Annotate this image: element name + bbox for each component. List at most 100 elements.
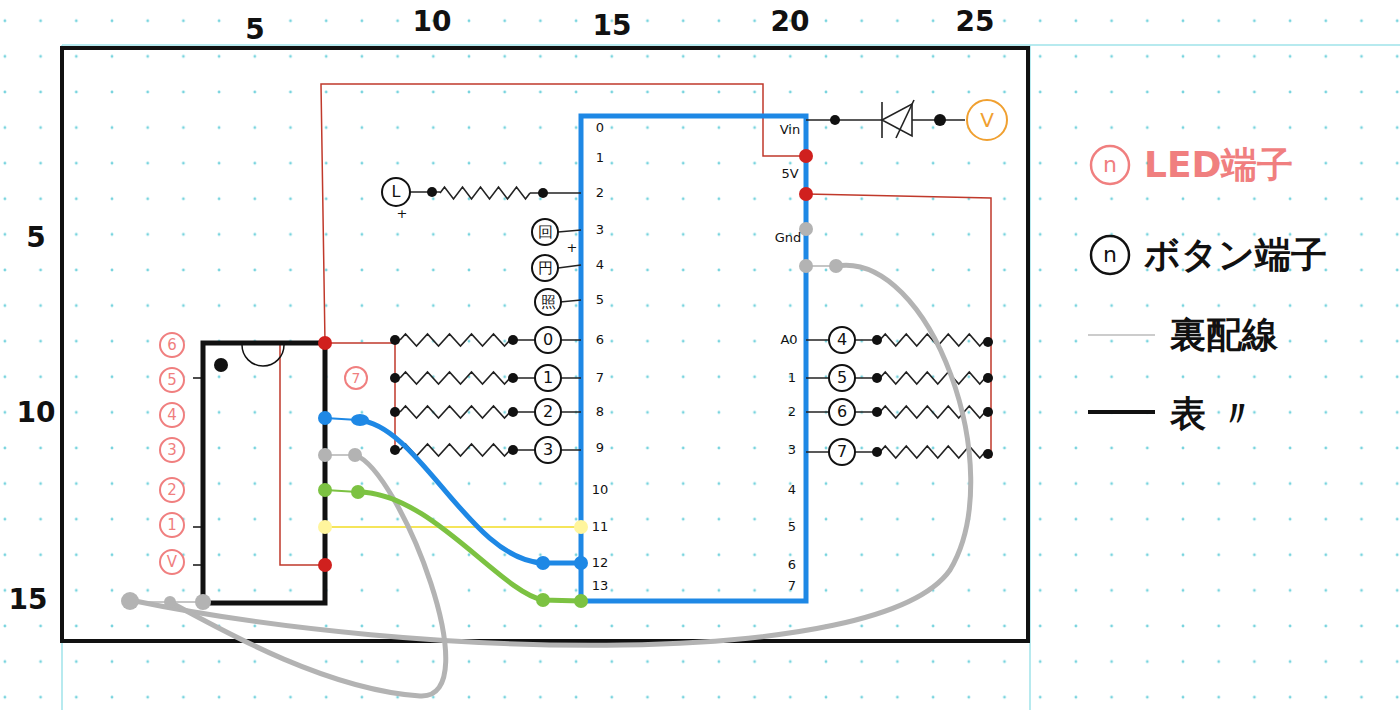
terminal-circle: 1 — [534, 364, 562, 392]
pin-dot — [318, 483, 332, 497]
terminal-circle: 7 — [828, 438, 856, 466]
resistor-symbol — [400, 372, 510, 384]
pin-name: Gnd — [775, 231, 802, 245]
terminal-label: L — [392, 184, 401, 200]
pin-name: 0 — [596, 121, 604, 135]
terminal-label: 3 — [167, 443, 177, 458]
resistor-symbol — [880, 406, 985, 418]
legend-sample — [1088, 146, 1155, 412]
led-chip — [193, 377, 203, 379]
pin-name: 5V — [781, 167, 798, 181]
legend-text: LED端子 — [1144, 145, 1293, 185]
back-wire — [280, 84, 991, 565]
diode-symbol — [896, 100, 914, 138]
pin-name: 6 — [788, 558, 796, 572]
pin-name: 4 — [596, 258, 604, 272]
pin-dot — [121, 149, 843, 610]
terminal-circle: 3 — [534, 436, 562, 464]
terminal-label: 0 — [543, 332, 553, 348]
pin-name: 6 — [596, 333, 604, 347]
pin-dot — [318, 558, 332, 572]
legend-symbol: n — [1103, 243, 1117, 267]
terminal-label: 6 — [837, 404, 847, 420]
polarity-mark: + — [397, 207, 408, 221]
solder-dot — [427, 187, 437, 197]
signal-wire — [560, 300, 581, 302]
terminal-label: 5 — [167, 373, 177, 388]
terminal-label: 円 — [538, 261, 553, 276]
led-chip — [193, 564, 203, 566]
terminal-label: V — [167, 555, 177, 570]
led-chip — [203, 343, 325, 603]
terminal-circle: 5 — [828, 364, 856, 392]
terminal-label: 2 — [543, 404, 553, 420]
terminal-circle: 6 — [159, 332, 185, 358]
solder-dot — [872, 335, 882, 345]
pin-dot — [348, 448, 362, 462]
jumper-wire — [130, 265, 971, 645]
polarity-mark: + — [567, 241, 578, 255]
pin-name: 3 — [596, 223, 604, 237]
pin-dot — [318, 336, 332, 350]
pin-dot — [164, 596, 176, 608]
pin-dot — [799, 259, 813, 273]
pin-name: 3 — [788, 443, 796, 457]
pin-dot — [318, 448, 332, 462]
led-chip — [214, 358, 228, 372]
pin-name: 10 — [592, 483, 609, 497]
arduino-board — [581, 116, 806, 601]
terminal-circle: V — [966, 99, 1008, 141]
signal-wire — [558, 230, 581, 232]
pin-dot — [799, 187, 813, 201]
legend-text: ボタン端子 — [1144, 235, 1327, 275]
jumper-wire — [170, 455, 446, 696]
pin-dot — [536, 556, 550, 570]
terminal-label: 2 — [167, 483, 177, 498]
resistor-symbol — [880, 372, 985, 384]
solder-dot — [538, 188, 548, 198]
solder-dot — [830, 115, 840, 125]
terminal-label: 4 — [837, 332, 847, 348]
pin-dot — [121, 592, 139, 610]
pin-dot — [318, 520, 332, 534]
terminal-circle: 2 — [534, 398, 562, 426]
terminal-circle: 3 — [159, 437, 185, 463]
pin-dot — [574, 556, 588, 570]
terminal-circle: 2 — [159, 477, 185, 503]
terminal-circle: 6 — [828, 398, 856, 426]
solder-dot — [390, 407, 400, 417]
terminal-label: 3 — [543, 442, 553, 458]
pin-dot — [829, 259, 843, 273]
yellow-back-wire — [325, 527, 581, 528]
back-wire — [325, 343, 395, 450]
column-number: 15 — [593, 11, 632, 42]
diode-symbol — [881, 102, 883, 138]
pin-dot — [351, 485, 365, 499]
terminal-circle: 1 — [159, 512, 185, 538]
pin-name: Vin — [780, 123, 800, 137]
terminal-label: 5 — [837, 370, 847, 386]
terminal-label: V — [980, 110, 994, 130]
terminal-label: 7 — [352, 371, 361, 385]
column-number: 10 — [413, 7, 452, 38]
diode-symbol — [882, 104, 912, 136]
solder-dot — [390, 373, 400, 383]
solder-dot — [508, 373, 518, 383]
terminal-label: 6 — [167, 338, 177, 353]
solder-dot — [872, 407, 882, 417]
solder-dot — [390, 335, 400, 345]
terminal-label: 照 — [541, 295, 556, 310]
pin-name: 11 — [592, 520, 609, 534]
terminal-circle: 照 — [534, 288, 562, 316]
resistor-symbol — [400, 406, 510, 418]
row-number: 10 — [17, 398, 56, 429]
diode-symbol — [882, 100, 914, 138]
terminal-circle: 0 — [534, 326, 562, 354]
board-outline — [62, 48, 1028, 641]
pin-name: 5 — [596, 293, 604, 307]
terminal-label: 回 — [538, 225, 553, 240]
pin-name: 2 — [788, 405, 796, 419]
